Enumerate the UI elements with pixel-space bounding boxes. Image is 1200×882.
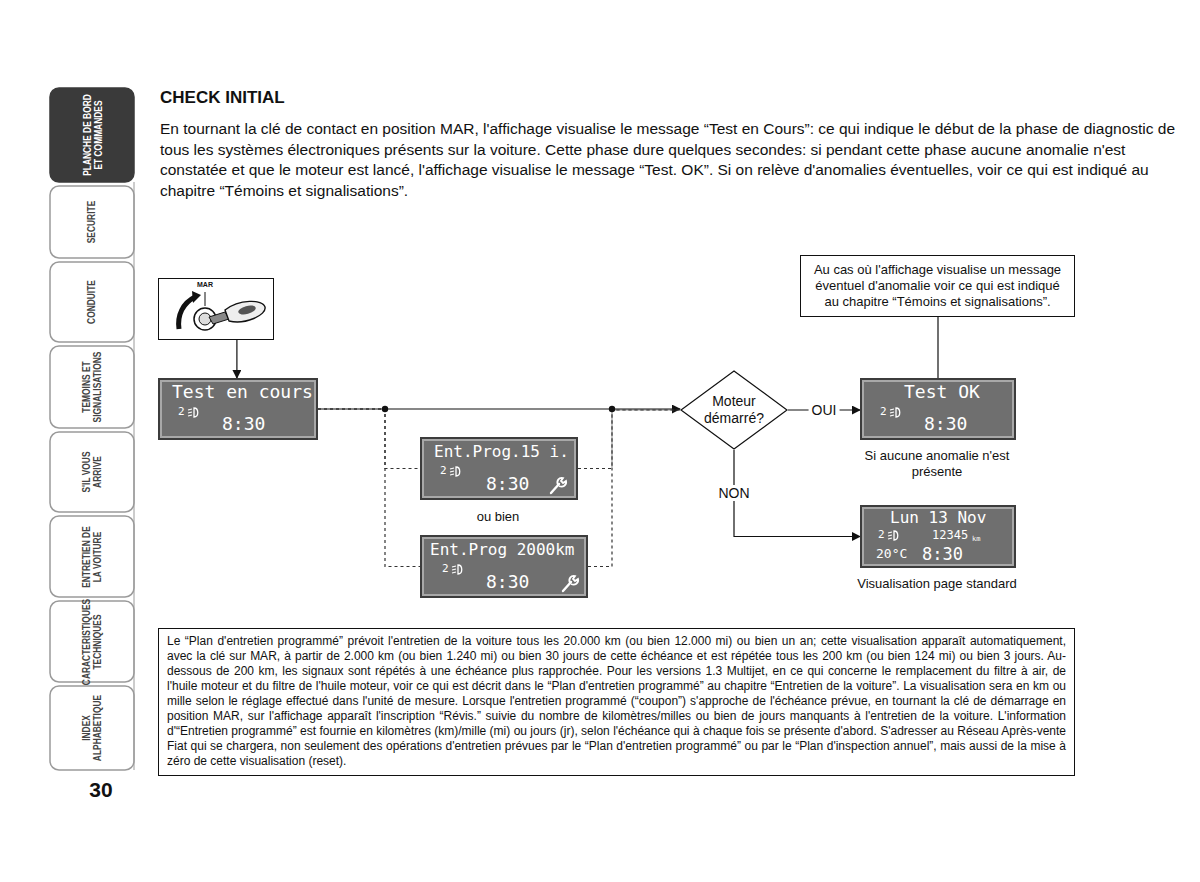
callout-text: Au cas où l'affichage visualise un messa…: [811, 262, 1064, 310]
lcd-text: 2: [878, 529, 885, 541]
headlamp-icon: [187, 407, 200, 418]
section-tab: [50, 346, 134, 428]
tab-label: TEMOINS ET SIGNALISATIONS: [55, 351, 129, 423]
page-number: 30: [78, 778, 124, 802]
lcd-text: Ent.Prog 2000km: [430, 541, 575, 559]
tab-label: S'IL VOUS ARRIVE: [55, 437, 129, 507]
caption: ou bien: [438, 509, 558, 524]
tab-label: SECURITE: [55, 191, 129, 253]
headlamp-icon: [887, 530, 900, 541]
connector: [588, 410, 680, 567]
lcd-text: 12345: [932, 529, 968, 542]
lcd-text: 8:30: [486, 572, 529, 592]
lcd-display: Test OK 2 8:30: [860, 378, 1016, 440]
caption: Visualisation page standard: [857, 576, 1017, 592]
wrench-icon: [560, 574, 580, 594]
connector: [734, 450, 860, 537]
lcd-display: Lun 13 Nov 2 12345 km 20°C 8:30: [860, 505, 1016, 568]
position-label: MAR: [197, 281, 213, 288]
callout-box: Au cas où l'affichage visualise un messa…: [800, 255, 1075, 317]
tab-label: INDEX ALPHABETIQUE: [55, 691, 129, 765]
section-tab: [50, 262, 134, 342]
connector: [937, 317, 938, 378]
key-illustration: MAR: [158, 278, 274, 340]
section-tab: [50, 186, 134, 258]
section-tab: [50, 432, 134, 512]
lcd-display: Ent.Prog.15 i. 2 8:30: [420, 437, 578, 500]
lcd-text: 8:30: [222, 414, 265, 434]
decision-text: Moteur démarré?: [697, 393, 771, 427]
key-drawing: [159, 279, 272, 338]
decision-diamond: Moteur démarré?: [680, 370, 788, 450]
lcd-text: 8:30: [486, 474, 529, 494]
tab-label: PLANCHE DE BORD ET COMMANDES: [55, 93, 129, 177]
tab-rule: [134, 182, 135, 770]
connector: [318, 409, 420, 567]
headlamp-icon: [889, 407, 902, 418]
section-tab: [50, 516, 134, 597]
section-tab: [50, 88, 134, 182]
note-box: Le “Plan d'entretien programmé” prévoit …: [158, 628, 1075, 776]
lcd-text: Ent.Prog.15 i.: [434, 443, 569, 461]
lcd-display: Test en cours 2 8:30: [158, 378, 318, 440]
lcd-text: 2: [440, 465, 447, 477]
connector: [578, 410, 680, 469]
headlamp-icon: [451, 564, 464, 575]
lcd-text: 20°C: [876, 547, 907, 561]
tab-label: ENTRETIEN DE LA VOITURE: [55, 521, 129, 592]
lcd-text: 2: [178, 406, 185, 418]
tab-label: CARACTERISTIQUES TECHNIQUES: [55, 606, 129, 677]
lcd-text: 2: [880, 406, 887, 418]
edge-label: NON: [715, 485, 752, 501]
connector: [236, 340, 237, 378]
lcd-text: km: [972, 536, 980, 544]
lcd-text: 8:30: [922, 545, 963, 564]
edge-label: OUI: [809, 402, 840, 418]
lcd-display: Ent.Prog 2000km 2 8:30: [420, 535, 588, 598]
lcd-text: 8:30: [924, 414, 967, 434]
connector: [318, 409, 420, 469]
lcd-text: 2: [442, 563, 449, 575]
page-title: CHECK INITIAL: [160, 88, 285, 108]
note-text: Le “Plan d'entretien programmé” prévoit …: [167, 634, 1066, 769]
headlamp-icon: [449, 466, 462, 477]
lcd-text: Test OK: [904, 382, 980, 402]
section-tab: [50, 686, 134, 770]
tab-label: CONDUITE: [55, 267, 129, 337]
junction-dot: [382, 406, 388, 412]
junction-dot: [609, 406, 615, 412]
lcd-text: Test en cours: [172, 382, 313, 402]
wrench-icon: [548, 476, 568, 496]
caption: Si aucune anomalie n'est présente: [852, 448, 1022, 480]
intro-paragraph: En tournant la clé de contact en positio…: [160, 119, 1195, 201]
section-tab: [50, 601, 134, 682]
lcd-text: Lun 13 Nov: [890, 509, 986, 527]
